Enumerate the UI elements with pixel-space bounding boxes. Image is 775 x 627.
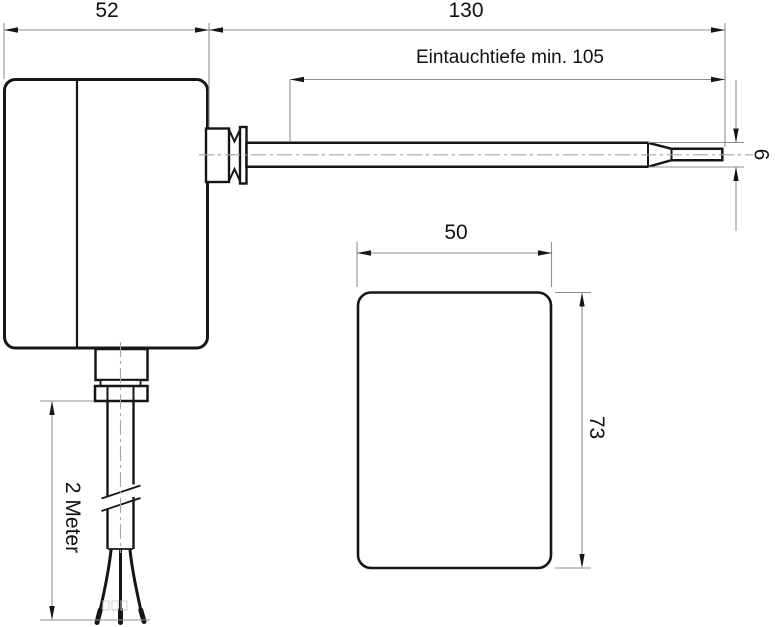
dim-label-front-height: 73 — [585, 415, 608, 440]
probe-assembly — [204, 125, 724, 185]
arrowhead — [733, 167, 739, 181]
arrowhead — [538, 250, 552, 256]
housing-front-view — [356, 291, 553, 570]
dim-label-probe-length: 130 — [448, 0, 484, 22]
gland-body — [94, 347, 149, 382]
wire-right — [128, 548, 143, 612]
wire-left — [98, 548, 113, 612]
collar-groove-top — [228, 129, 241, 144]
dim-label-cable-length: 2 Meter — [61, 481, 84, 554]
faint-ferrule-mark — [111, 600, 119, 611]
dim-front-width — [356, 242, 553, 287]
arrowhead — [357, 250, 371, 256]
dim-probe-diameter — [648, 80, 744, 231]
faint-ferrule-mark — [120, 600, 128, 611]
dim-label-immersion-depth: Eintauchtiefe min. 105 — [415, 47, 604, 68]
wire-ends — [94, 548, 147, 625]
centerlines — [119, 154, 753, 553]
arrowhead — [579, 292, 585, 307]
arrowhead — [49, 606, 55, 620]
dim-label-housing-width: 52 — [95, 0, 119, 22]
arrowhead — [49, 401, 55, 415]
cable-gland — [93, 347, 149, 403]
wire-left-tip — [94, 607, 103, 625]
front-view-outline — [356, 291, 553, 570]
collar-groove-bottom — [228, 166, 241, 182]
dim-immersion-depth — [289, 76, 725, 141]
dim-label-probe-diameter: 6 — [749, 148, 773, 161]
dim-cable-length — [40, 400, 150, 621]
housing-side-view — [3, 78, 209, 350]
probe-shaft — [245, 141, 724, 169]
arrowhead — [4, 27, 18, 33]
arrowhead — [209, 27, 223, 33]
dim-front-height — [555, 291, 591, 569]
arrowhead — [195, 27, 209, 33]
arrowhead — [579, 554, 585, 568]
faint-ferrule-mark — [102, 600, 110, 611]
dim-52-130 — [3, 23, 726, 147]
arrowhead — [711, 76, 725, 83]
arrowhead — [733, 128, 739, 143]
arrowhead — [711, 27, 725, 33]
gland-nut — [93, 384, 149, 403]
housing-body — [3, 78, 209, 350]
dim-label-front-width: 50 — [444, 221, 468, 244]
arrowhead — [290, 76, 304, 83]
